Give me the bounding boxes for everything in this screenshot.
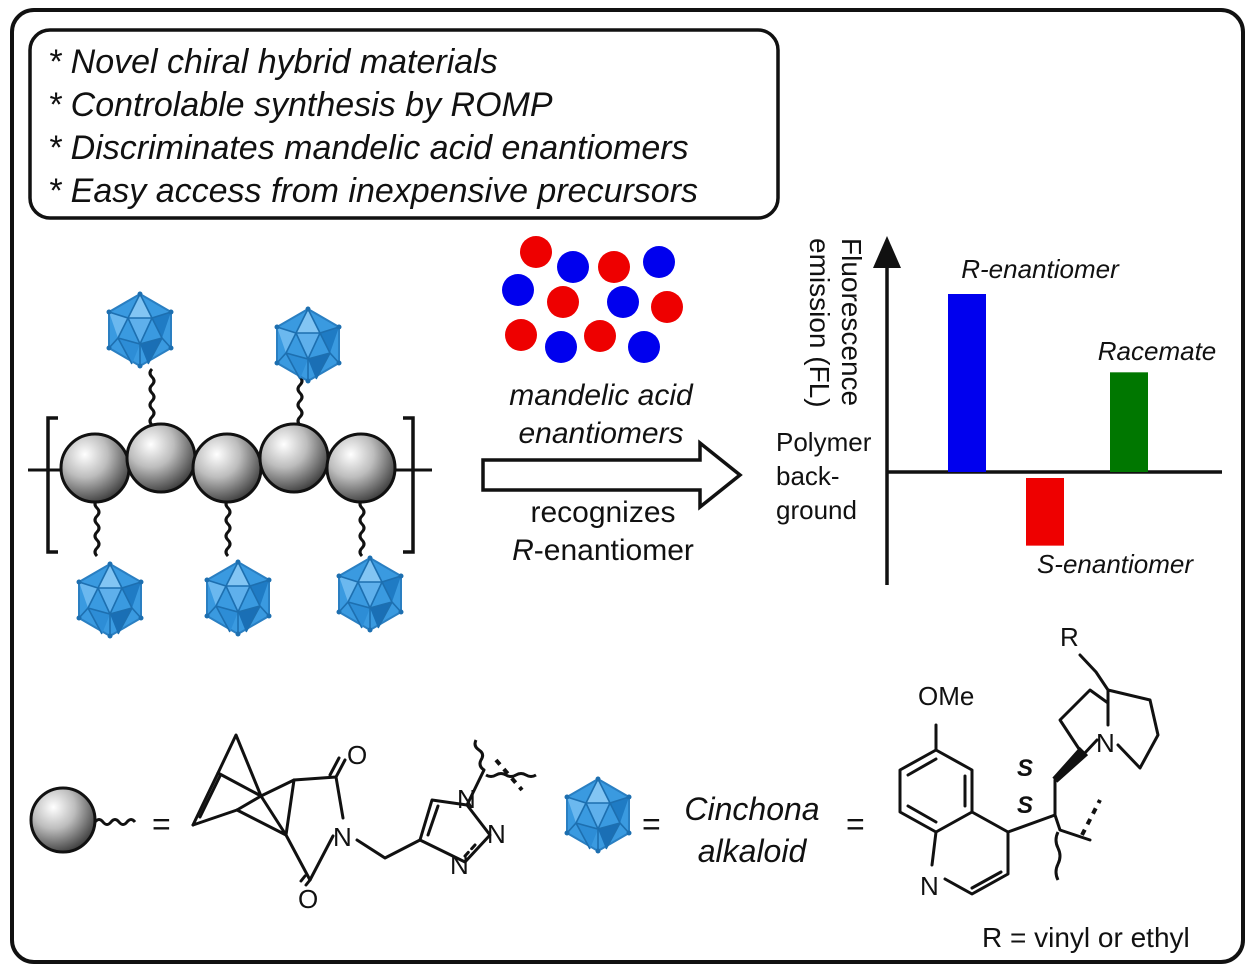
monomer-ball [125,422,197,494]
legend-monomer-ball [29,786,97,854]
bar-label-3: Racemate [1098,336,1217,366]
baseline-label-3: ground [776,495,857,525]
feature-line-1: * Novel chiral hybrid materials [48,43,498,81]
atom-r: R [1060,622,1079,652]
atom-n-triazole-3: N [450,850,469,880]
cinchona-label-2: alkaloid [698,833,808,869]
bar-3 [1110,372,1148,472]
bar-2 [1026,478,1064,546]
polymer-illustration [28,290,432,640]
enantiomer-dots [502,236,683,363]
monomer-ball [258,422,330,494]
atom-n-triazole-2: N [487,819,506,849]
outer-frame [10,8,1245,964]
legend-cage-icon [563,775,633,855]
feature-line-3: * Discriminates mandelic acid enantiomer… [48,129,689,167]
reaction-arrow [481,439,743,511]
atom-o-bottom: O [298,884,318,914]
fluorescence-bar-chart: Fluorescence emission (FL) Polymer back-… [776,236,1222,585]
legend-linker [93,818,137,826]
monomer-ball [191,432,263,504]
arrow-label-top-1: mandelic acid [509,379,694,412]
stereo-s-1: S [1017,755,1033,782]
baseline-label-1: Polymer [776,427,872,457]
cinchona-label-1: Cinchona [684,791,819,827]
chart-ylabel-2: emission (FL) [804,238,835,408]
feature-box: * Novel chiral hybrid materials * Contro… [28,28,780,220]
feature-line-4: * Easy access from inexpensive precursor… [48,172,698,210]
legend-row: = = Cinchona alkaloid = [29,775,865,869]
chart-y-arrowhead [873,236,901,268]
chart-ylabel-1: Fluorescence [836,238,867,406]
legend-equals-2: = [642,806,661,842]
feature-line-2: * Controlable synthesis by ROMP [48,86,553,124]
atom-n-quinuclidine: N [1096,728,1115,758]
arrow-label-bottom-2: R-enantiomer [512,534,694,567]
monomer-structure: O O N N N N [191,733,537,914]
bar-label-1: R-enantiomer [961,254,1120,284]
alkaloid-cage [203,558,273,638]
atom-n-imide: N [333,822,352,852]
cinchona-structure: OMe N N R S S R = vinyl or ethyl [898,622,1190,953]
alkaloid-cage [75,560,145,640]
legend-equals-3: = [846,806,865,842]
r-prefix: R [512,534,534,567]
legend-equals-1: = [152,806,171,842]
monomer-ball [325,432,397,504]
monomer-ball [59,432,131,504]
alkaloid-cage [335,554,405,634]
alkaloid-cage [105,290,175,370]
baseline-label-2: back- [776,461,840,491]
bar-1 [948,294,986,472]
arrow-label-bottom-1: recognizes [530,496,675,529]
atom-o-top: O [347,740,367,770]
r-substituent-note: R = vinyl or ethyl [982,922,1190,953]
arrow-label-top-2: enantiomers [518,417,683,450]
atom-ome: OMe [918,681,974,711]
atom-n-triazole-1: N [457,784,476,814]
enantiomer-suffix: -enantiomer [534,534,694,567]
bar-label-2: S-enantiomer [1037,549,1194,579]
atom-n-quinoline: N [920,871,939,901]
stereo-s-2: S [1017,792,1033,819]
alkaloid-cage [273,305,343,385]
